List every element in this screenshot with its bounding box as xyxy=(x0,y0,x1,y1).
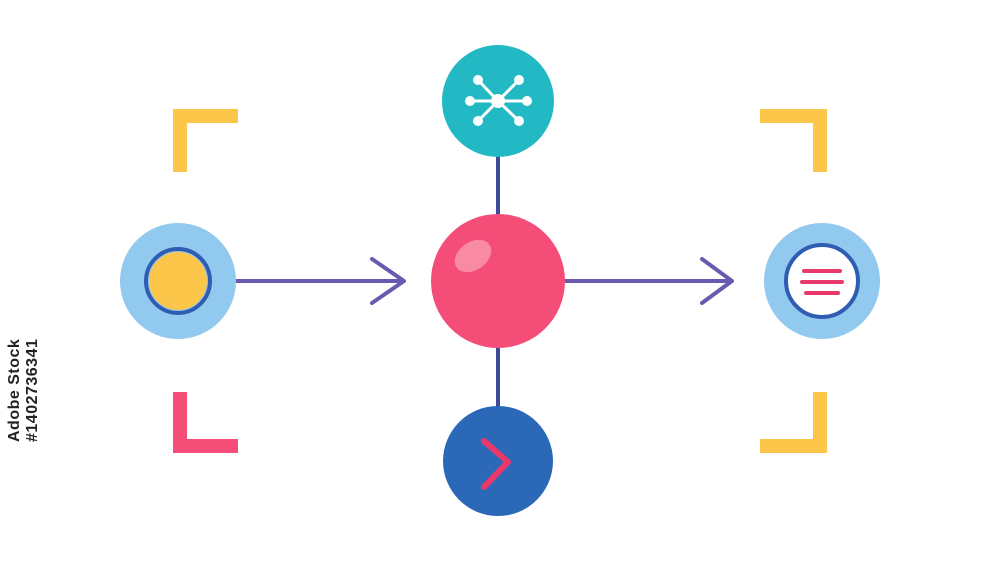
corner-frame-bottom-left xyxy=(173,392,238,453)
stock-watermark-id: Adobe Stock #1402736341 xyxy=(6,300,41,480)
center-node xyxy=(431,214,565,348)
left-node xyxy=(120,223,236,339)
right-node xyxy=(764,223,880,339)
corner-frame-bottom-right xyxy=(760,392,827,453)
stock-label: Adobe Stock xyxy=(6,338,23,442)
arrow-center-to-right xyxy=(562,257,734,305)
chevron-right-icon xyxy=(481,438,511,490)
lines-icon xyxy=(800,269,844,295)
bottom-node xyxy=(443,406,553,516)
top-node xyxy=(442,45,554,157)
corner-frame-top-left xyxy=(173,109,238,172)
arrow-left-to-center xyxy=(232,257,406,305)
corner-frame-top-right xyxy=(760,109,827,172)
asset-number: #1402736341 xyxy=(24,338,41,442)
center-node-highlight xyxy=(454,239,492,273)
